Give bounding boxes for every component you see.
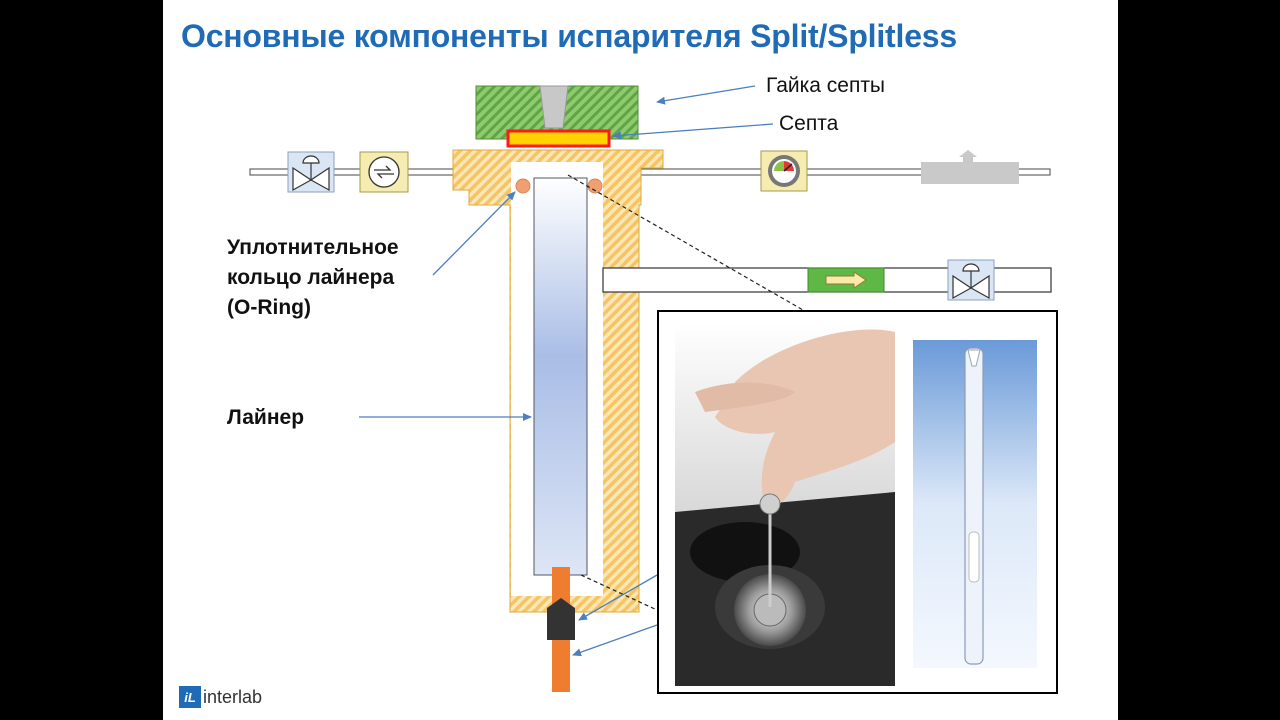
- septum-label: Септа: [779, 112, 839, 135]
- zoom-line: [567, 174, 804, 311]
- logo-mark: iL: [179, 686, 201, 708]
- liner-photo: [913, 340, 1037, 668]
- slide-title: Основные компоненты испарителя Split/Spl…: [181, 18, 957, 54]
- liner-label: Лайнер: [227, 406, 305, 429]
- septum-nut-label: Гайка септы: [766, 74, 886, 97]
- liner-oring-label-line: Уплотнительное: [227, 236, 399, 259]
- liner-oring-label-line: кольцо лайнера: [227, 266, 395, 289]
- column: [547, 567, 575, 692]
- valve-icon: [287, 151, 335, 193]
- liner: [533, 177, 588, 576]
- liner-oring-label-line: (O-Ring): [227, 296, 311, 319]
- photo-pointer: [572, 624, 658, 657]
- logo-text: interlab: [203, 686, 263, 707]
- septum-pointer: [612, 123, 774, 140]
- split-flow-arrow-icon: [807, 267, 885, 293]
- oring-left: [515, 178, 531, 194]
- oring-pointer: [432, 191, 516, 276]
- septum: [506, 129, 611, 148]
- flow-controller-icon: [359, 151, 409, 193]
- liner-oring-label: Уплотнительное кольцо лайнера (O-Ring): [227, 233, 399, 323]
- interlab-logo: iL interlab: [179, 686, 262, 708]
- slide: Основные компоненты испарителя Split/Spl…: [163, 0, 1118, 720]
- photo-pointer: [578, 574, 658, 621]
- pressure-gauge-icon: [760, 150, 808, 192]
- hand-installing-liner-photo: [675, 322, 895, 686]
- photo-inset: [657, 310, 1058, 694]
- septum-nut-pointer: [656, 85, 756, 105]
- charcoal-trap-icon: [921, 150, 1019, 184]
- carrier-gas-line: [249, 168, 1051, 176]
- valve-icon: [947, 259, 995, 301]
- inlet-diagram: [249, 85, 1052, 692]
